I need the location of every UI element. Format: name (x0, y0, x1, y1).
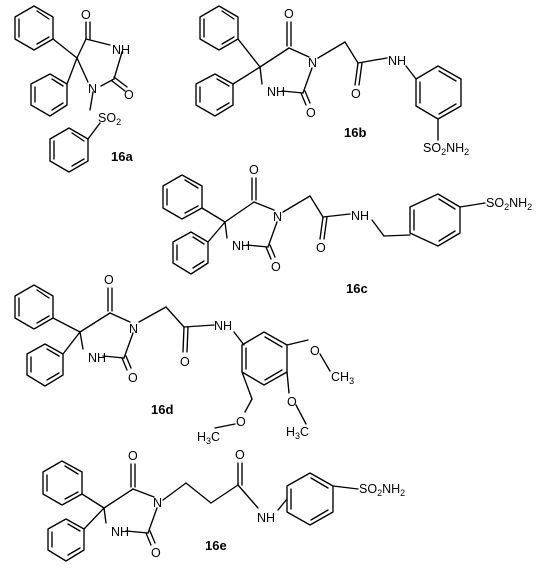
atom-h3c: H3C (286, 425, 309, 441)
atom-o: O (128, 449, 138, 463)
atom-o: O (124, 88, 134, 102)
structure-16e: O NH O N O NH SO2NH2 16e (42, 448, 405, 562)
atom-ch3: CH3 (331, 370, 354, 386)
structure-16a: O NH O N SO2 16a (14, 5, 134, 173)
atom-n: N (153, 496, 162, 510)
atom-sulfonamide: SO2NH2 (359, 482, 405, 498)
atom-nh: NH (267, 85, 285, 99)
atom-o: O (249, 163, 259, 177)
atom-nh: NH (111, 525, 129, 539)
atom-n: N (273, 210, 282, 224)
atom-nh: NH (214, 319, 232, 333)
phenyl-ring (42, 460, 83, 506)
compound-label-16a: 16a (111, 149, 133, 164)
atom-o: O (236, 415, 246, 429)
phenyl-ring (26, 343, 64, 387)
atom-nh: NH (388, 54, 406, 68)
phenyl-ring (199, 5, 239, 51)
phenyl-ring (172, 231, 209, 275)
atom-o: O (316, 241, 326, 255)
structure-16b: O NH O N O NH SO2NH2 16b (195, 5, 469, 157)
phenyl-ring (162, 174, 203, 220)
phenyl-ring (30, 73, 68, 117)
compound-label-16d: 16d (151, 402, 173, 417)
atom-n: N (88, 82, 97, 96)
atom-nh: NH (351, 209, 369, 223)
compound-label-16e: 16e (205, 538, 227, 553)
compound-label-16b: 16b (344, 125, 366, 140)
phenyl-ring (286, 472, 334, 526)
atom-h3c: H3C (197, 430, 220, 446)
phenyl-ring (14, 284, 54, 330)
atom-o: O (104, 273, 114, 287)
atom-sulfonamide: SO2NH2 (486, 196, 532, 212)
atom-o: O (151, 546, 161, 560)
phenyl-ring (241, 331, 288, 386)
atom-o: O (81, 8, 91, 22)
atom-o: O (351, 87, 361, 101)
atom-nh: NH (88, 351, 106, 365)
atom-o: O (271, 260, 281, 274)
phenyl-ring (47, 518, 85, 562)
atom-o: O (128, 371, 138, 385)
atom-o: O (287, 395, 297, 409)
phenyl-ring (415, 65, 462, 120)
phenyl-ring (409, 193, 461, 247)
atom-sulfonamide: SO2NH2 (423, 141, 469, 157)
structure-16d: O NH O N O NH O CH3 O O H3C H3C 16d (14, 273, 354, 446)
atom-o: O (310, 344, 320, 358)
atom-n: N (129, 322, 138, 336)
phenyl-ring (14, 5, 54, 51)
atom-nh: NH (112, 43, 130, 57)
atom-nh: NH (232, 239, 250, 253)
compound-label-16c: 16c (346, 281, 368, 296)
atom-o: O (306, 106, 316, 120)
atom-o: O (235, 448, 245, 462)
atom-n: N (308, 56, 317, 70)
atom-o: O (180, 355, 190, 369)
atom-so2: SO2 (98, 111, 121, 127)
phenyl-ring (49, 127, 89, 173)
atom-nh: NH (257, 511, 275, 525)
phenyl-ring (195, 73, 234, 117)
atom-o: O (284, 7, 294, 21)
structure-16c: O NH O N O NH SO2NH2 16c (162, 163, 532, 296)
